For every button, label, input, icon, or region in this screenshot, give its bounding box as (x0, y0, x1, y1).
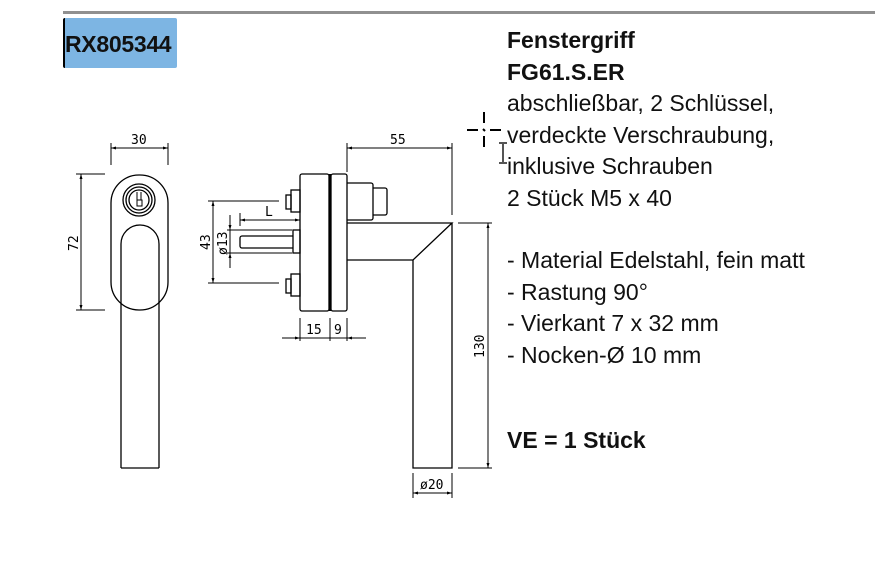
dim-lever-diameter: ø20 (420, 478, 443, 493)
product-title: Fenstergriff (507, 27, 635, 53)
packaging-unit: VE = 1 Stück (507, 427, 646, 453)
rosette-outline (110, 174, 169, 311)
dim-55: 55 (390, 133, 406, 148)
dim-72: 72 (67, 235, 82, 251)
description-line: abschließbar, 2 Schlüssel, (507, 90, 775, 116)
lever-front (120, 224, 160, 468)
side-view (208, 143, 492, 498)
product-description: Fenstergriff FG61.S.ER abschließbar, 2 S… (507, 25, 805, 371)
dim-cam-diameter: ø13 (216, 232, 231, 255)
dim-15: 15 (306, 323, 322, 338)
article-number-badge: RX805344 (63, 18, 177, 68)
description-line: 2 Stück M5 x 40 (507, 184, 672, 211)
dim-43: 43 (199, 234, 214, 250)
dim-30: 30 (131, 133, 147, 148)
top-rule (63, 11, 875, 14)
description-line: verdeckte Verschraubung, (507, 121, 775, 148)
feature-item: - Rastung 90° (507, 278, 648, 305)
feature-item: - Material Edelstahl, fein matt (507, 247, 805, 273)
lock-cylinder-icon (122, 183, 156, 217)
lever-side (347, 222, 454, 261)
dim-9: 9 (334, 323, 342, 338)
crosshair-cursor-icon (467, 112, 501, 147)
feature-item: - Nocken-Ø 10 mm (507, 341, 702, 368)
product-model: FG61.S.ER (507, 58, 625, 85)
description-line: inklusive Schrauben (507, 153, 713, 179)
article-number: RX805344 (65, 31, 172, 57)
front-view (76, 143, 169, 469)
text-cursor-icon (499, 142, 507, 164)
feature-item: - Vierkant 7 x 32 mm (507, 310, 719, 336)
dim-130: 130 (473, 335, 488, 358)
dim-L: L (265, 205, 273, 220)
